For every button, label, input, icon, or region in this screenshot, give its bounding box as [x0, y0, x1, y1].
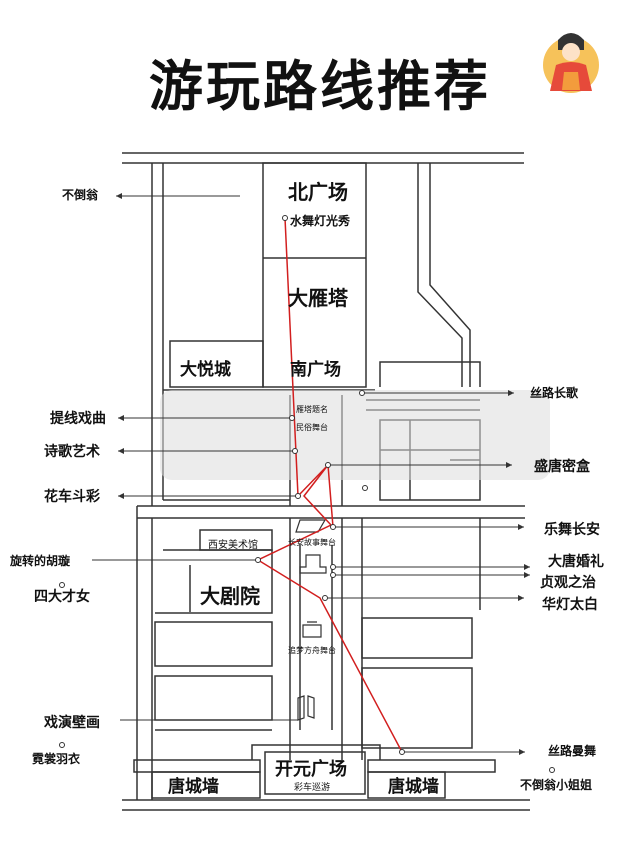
label-huxuan: 旋转的胡璇 — [10, 554, 71, 568]
block-kaiyuan-square: 开元广场 — [275, 759, 347, 780]
city-wall-left: 唐城墙 — [168, 777, 219, 797]
spot-folk-stage: 民俗舞台 — [296, 423, 328, 432]
watermark — [160, 390, 550, 480]
label-nichang: 霓裳羽衣 — [32, 752, 81, 766]
block-xian-art-museum: 西安美术馆 — [208, 540, 258, 551]
city-wall-right: 唐城墙 — [388, 777, 439, 797]
label-zhenguan: 贞观之治 — [540, 575, 596, 591]
label-poetry-art: 诗歌艺术 — [44, 444, 100, 460]
spot-dream-stage: 追梦方舟舞台 — [288, 646, 336, 655]
label-mural-drama: 戏演壁画 — [44, 715, 100, 731]
label-silk-song: 丝路长歌 — [530, 386, 579, 400]
label-flower-car: 花车斗彩 — [44, 489, 100, 505]
mascot-icon — [543, 33, 599, 93]
label-silk-dance: 丝路曼舞 — [548, 744, 597, 758]
spot-story-stage: 长安故事舞台 — [288, 538, 336, 547]
label-budaoweng: 不倒翁 — [62, 188, 99, 202]
label-budaoweng-lady: 不倒翁小姐姐 — [520, 778, 593, 792]
label-four-talents: 四大才女 — [34, 589, 90, 605]
label-tang-wedding: 大唐婚礼 — [548, 554, 604, 570]
label-music-dance: 乐舞长安 — [544, 522, 600, 538]
label-tang-box: 盛唐密盒 — [534, 459, 590, 475]
spot-water-show: 水舞灯光秀 — [290, 214, 351, 228]
block-parade: 彩车巡游 — [294, 783, 331, 793]
block-grand-theatre: 大剧院 — [200, 584, 260, 608]
tour-route — [256, 217, 403, 753]
block-dayue-city: 大悦城 — [180, 360, 231, 380]
block-big-goose-pagoda: 大雁塔 — [288, 286, 348, 310]
label-lantern-taibai: 华灯太白 — [542, 597, 598, 613]
label-puppet-show: 提线戏曲 — [50, 411, 106, 427]
block-south-square: 南广场 — [290, 360, 341, 380]
spot-puppet-stage: 雁塔题名 — [296, 405, 328, 414]
block-north-square: 北广场 — [288, 180, 348, 204]
page-title: 游玩路线推荐 — [149, 55, 491, 118]
